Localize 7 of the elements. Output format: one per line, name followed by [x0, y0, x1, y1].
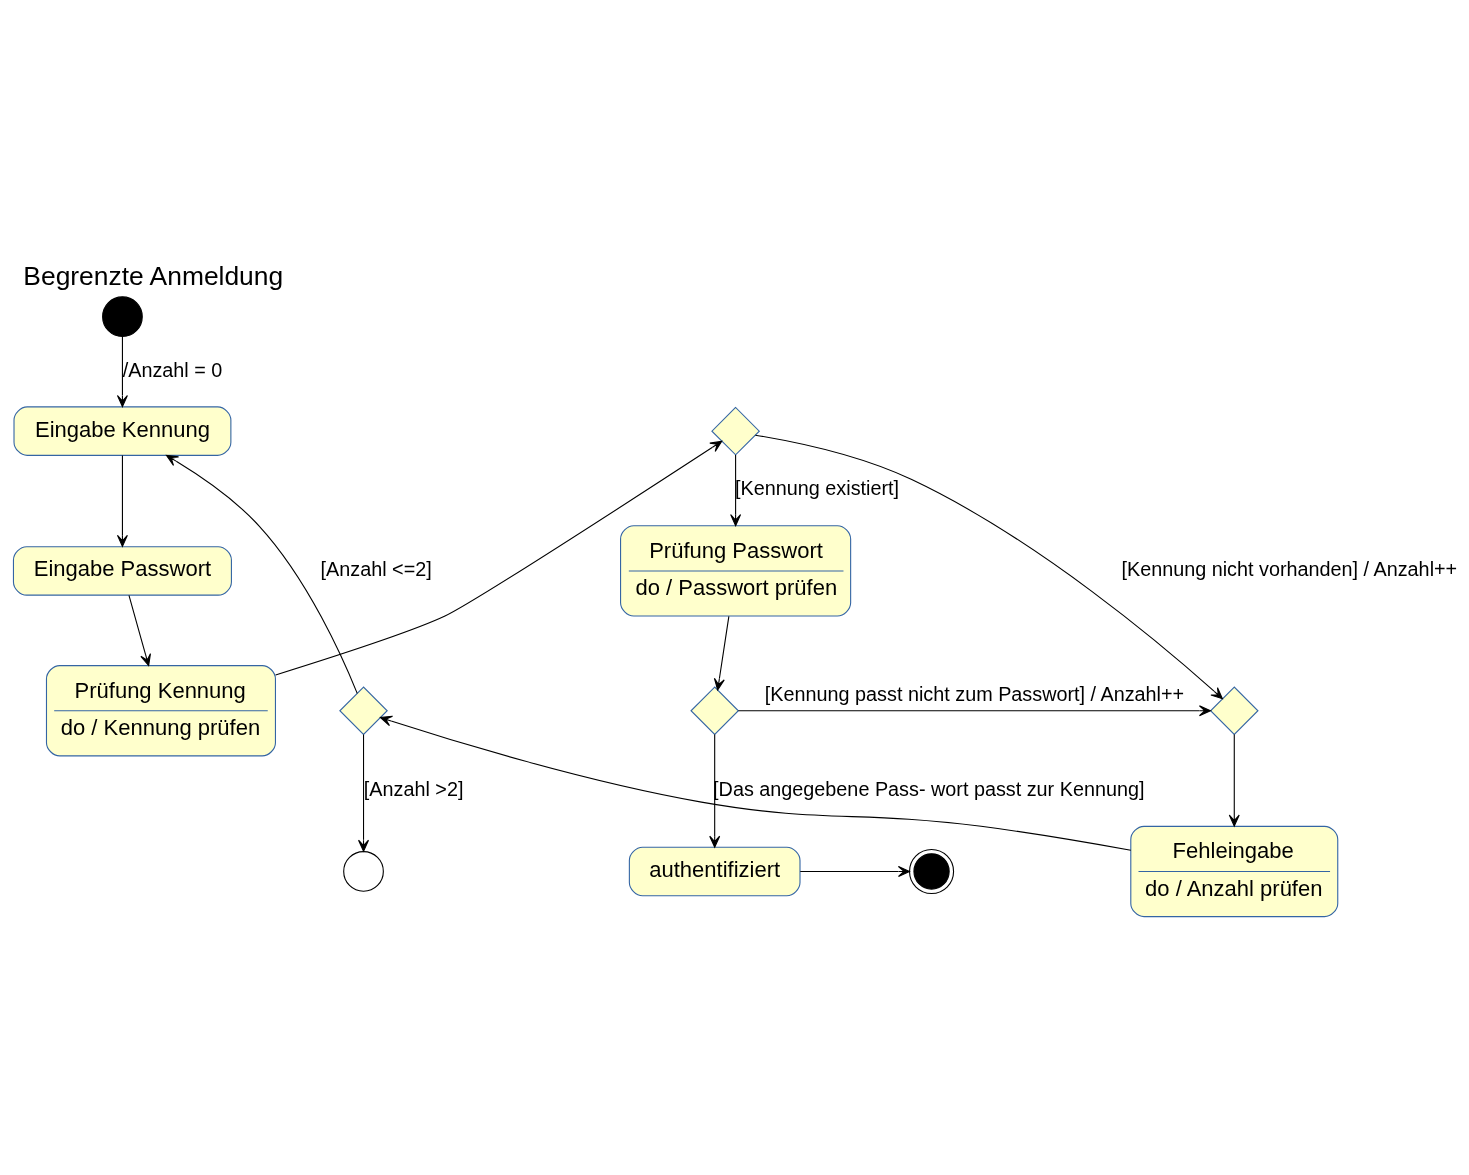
edge-label: [Anzahl >2]	[363, 777, 464, 800]
edge-label: [Kennung nicht vorhanden] / Anzahl++	[1121, 557, 1458, 580]
edge-label: [Kennung passt nicht zum Passwort] / Anzahl++	[764, 682, 1185, 705]
edge-label: [Kennung existiert]	[735, 476, 900, 499]
diagram-title: Begrenzte Anmeldung	[23, 260, 284, 291]
edge-label: /Anzahl = 0	[122, 358, 223, 381]
edge-label: [Anzahl <=2]	[320, 557, 432, 580]
